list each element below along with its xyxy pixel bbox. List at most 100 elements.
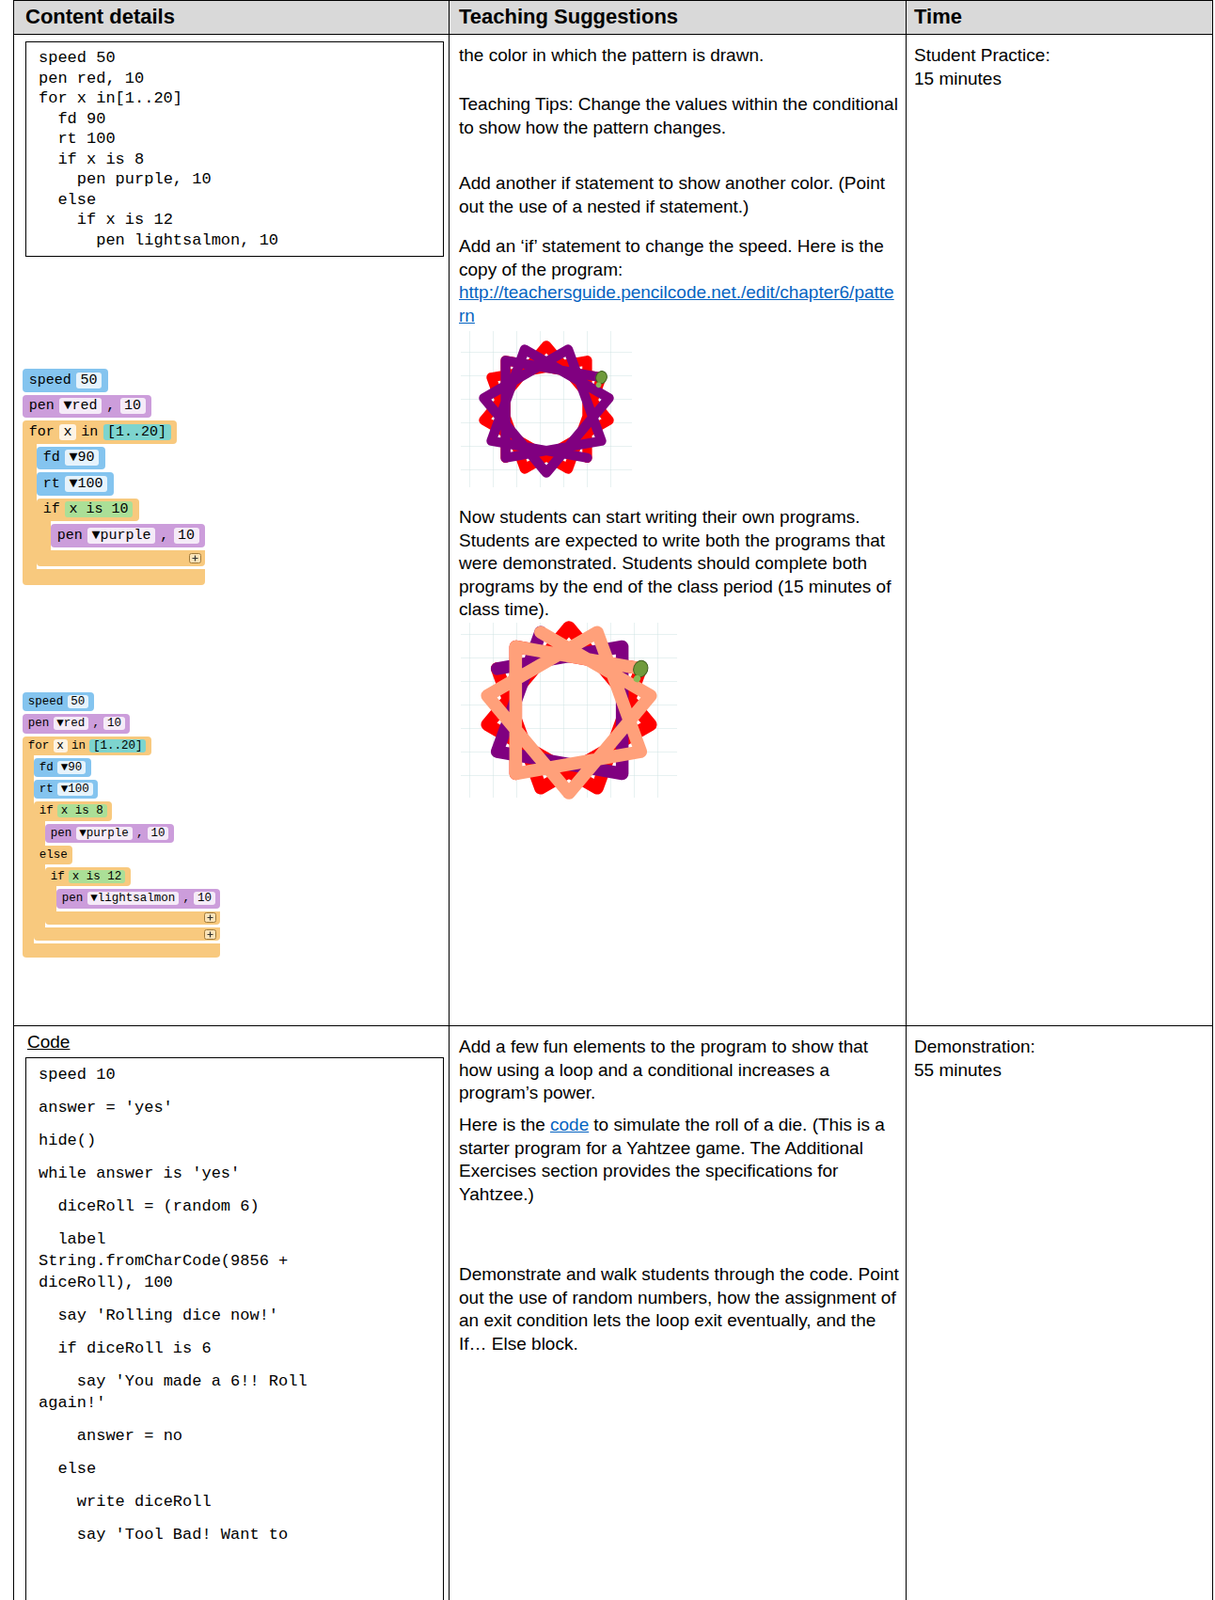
c-block: forxin[1..20]fd▼90rt▼100ifx is 10pen▼pur… xyxy=(22,420,206,585)
block-field: ▼90 xyxy=(64,449,99,466)
c-block: forxin[1..20]fd▼90rt▼100ifx is 8pen▼purp… xyxy=(22,736,221,958)
block-program: speed50pen▼red,10forxin[1..20]fd▼90rt▼10… xyxy=(22,368,206,588)
block-field: ▼purple xyxy=(76,826,133,840)
cell-text: Add an ‘if’ statement to change the spee… xyxy=(458,236,884,280)
block-field: 50 xyxy=(76,372,102,389)
block-field: [1..20] xyxy=(89,739,146,753)
cell-text: Content details xyxy=(25,4,175,29)
code-line: if x is 12 xyxy=(38,209,329,231)
command-block: pen▼red,10 xyxy=(22,713,130,733)
cell-text: Add a few fun elements to the program to… xyxy=(458,1036,868,1103)
block-field: ▼red xyxy=(59,397,102,414)
code-line: say 'You made a 6!! Roll again!' xyxy=(38,1370,329,1414)
c-block: ifx is 8pen▼purple,10elseifx is 12pen▼li… xyxy=(33,801,221,941)
pattern-stroke xyxy=(483,349,609,474)
table-cell-text: Add a few fun elements to the program to… xyxy=(458,1035,900,1105)
command-block: fd▼90 xyxy=(33,757,92,777)
block-field: ▼purple xyxy=(87,527,156,544)
block-keyword: speed xyxy=(29,372,72,389)
code-line: if diceRoll is 6 xyxy=(38,1337,329,1359)
block-keyword: , xyxy=(92,716,100,730)
add-button xyxy=(189,552,202,564)
code-line: if x is 8 xyxy=(38,149,329,171)
hyperlink: code xyxy=(550,1114,589,1135)
table-cell-text: Teaching Tips: Change the values within … xyxy=(458,93,900,140)
cell-text: Teaching Suggestions xyxy=(458,4,679,29)
block-field: 10 xyxy=(120,397,146,414)
block-field: ▼red xyxy=(53,716,90,730)
code-box: Code speed 10answer = 'yes'hide()while an… xyxy=(25,1030,444,1600)
block-keyword: pen xyxy=(28,716,50,730)
block-field: ▼100 xyxy=(64,475,108,492)
block-footer xyxy=(45,911,221,925)
block-header: forxin[1..20] xyxy=(22,736,152,756)
else-row: else xyxy=(33,845,73,865)
block-field: 10 xyxy=(173,527,200,544)
table-cell-text: Here is thecodeto simulate the roll of a… xyxy=(458,1113,900,1206)
block-keyword: , xyxy=(136,826,144,840)
block-keyword: if xyxy=(50,869,65,884)
block-field: x is 8 xyxy=(57,804,108,818)
table-cell-text: Time xyxy=(914,3,1197,31)
block-footer xyxy=(22,943,221,957)
table-cell-text: the color in which the pattern is drawn. xyxy=(458,44,900,68)
block-field: 10 xyxy=(103,716,126,730)
block-keyword: in xyxy=(80,424,98,441)
block-header: forxin [1..20] xyxy=(22,420,177,444)
block-keyword: pen xyxy=(62,891,84,905)
cell-text: Student Practice: 15 minutes xyxy=(914,45,1051,89)
hyperlink: http://teachersguide.pencilcode.net./edi… xyxy=(458,281,900,328)
turtle-icon xyxy=(629,658,650,684)
pattern-stroke xyxy=(487,631,651,793)
cell-text: Demonstration: 55 minutes xyxy=(914,1036,1036,1080)
block-keyword: if xyxy=(43,501,61,518)
command-block: rt▼100 xyxy=(33,779,98,799)
code-line: speed 50 xyxy=(38,47,329,69)
block-keyword: for xyxy=(29,424,55,441)
code-line: for x in[1..20] xyxy=(38,88,329,110)
code-line: pen lightsalmon, 10 xyxy=(38,230,329,252)
block-keyword: if xyxy=(39,804,54,818)
code-heading: Code xyxy=(27,1030,444,1054)
block-keyword: rt xyxy=(43,475,61,492)
block-field: 10 xyxy=(193,891,216,905)
command-block: pen▼lightsalmon,10 xyxy=(56,888,221,908)
block-keyword: else xyxy=(39,848,68,862)
command-block: pen▼purple,10 xyxy=(50,523,206,548)
block-keyword: rt xyxy=(39,782,54,796)
pattern-drawing xyxy=(487,627,651,793)
code-line: answer = no xyxy=(38,1424,329,1447)
block-field: ▼90 xyxy=(57,760,86,774)
add-button xyxy=(204,929,217,940)
block-header: ifx is 8 xyxy=(33,801,112,821)
command-block: speed50 xyxy=(22,368,109,393)
add-button xyxy=(204,912,217,923)
block-field: x xyxy=(59,424,77,441)
block-keyword: pen xyxy=(50,826,73,840)
code-line: else xyxy=(38,1457,329,1480)
block-keyword: , xyxy=(106,397,115,414)
turtle-icon xyxy=(592,369,609,390)
block-keyword: speed xyxy=(28,694,64,709)
table-cell-text: Now students can start writing their own… xyxy=(458,505,900,622)
code-line: pen red, 10 xyxy=(38,68,329,90)
c-block: ifx is 10pen▼purple,10 xyxy=(36,498,206,567)
block-field: [1..20] xyxy=(103,424,172,441)
code-line: diceRoll = (random 6) xyxy=(38,1195,329,1217)
command-block: fd▼90 xyxy=(36,446,106,471)
code-line: label String.fromCharCode(9856 + diceRol… xyxy=(38,1228,329,1294)
command-block: speed50 xyxy=(22,692,95,711)
code-line: speed 10 xyxy=(38,1063,329,1086)
table-cell-text: Student Practice: 15 minutes xyxy=(914,44,1074,91)
pattern-drawing xyxy=(483,345,609,473)
command-block: pen▼red,10 xyxy=(22,394,152,419)
block-keyword: for xyxy=(28,739,50,753)
block-footer xyxy=(33,927,221,941)
block-keyword: pen xyxy=(57,527,83,544)
code-box: speed 50pen red, 10for x in[1..20] fd 90… xyxy=(25,41,444,257)
c-block: ifx is 12pen▼lightsalmon,10 xyxy=(45,867,221,925)
code-line: say 'Tool Bad! Want to xyxy=(38,1523,329,1546)
code-frame: speed 10answer = 'yes'hide()while answer… xyxy=(25,1057,444,1600)
command-block: rt▼100 xyxy=(36,472,114,496)
block-field: x xyxy=(53,739,68,753)
